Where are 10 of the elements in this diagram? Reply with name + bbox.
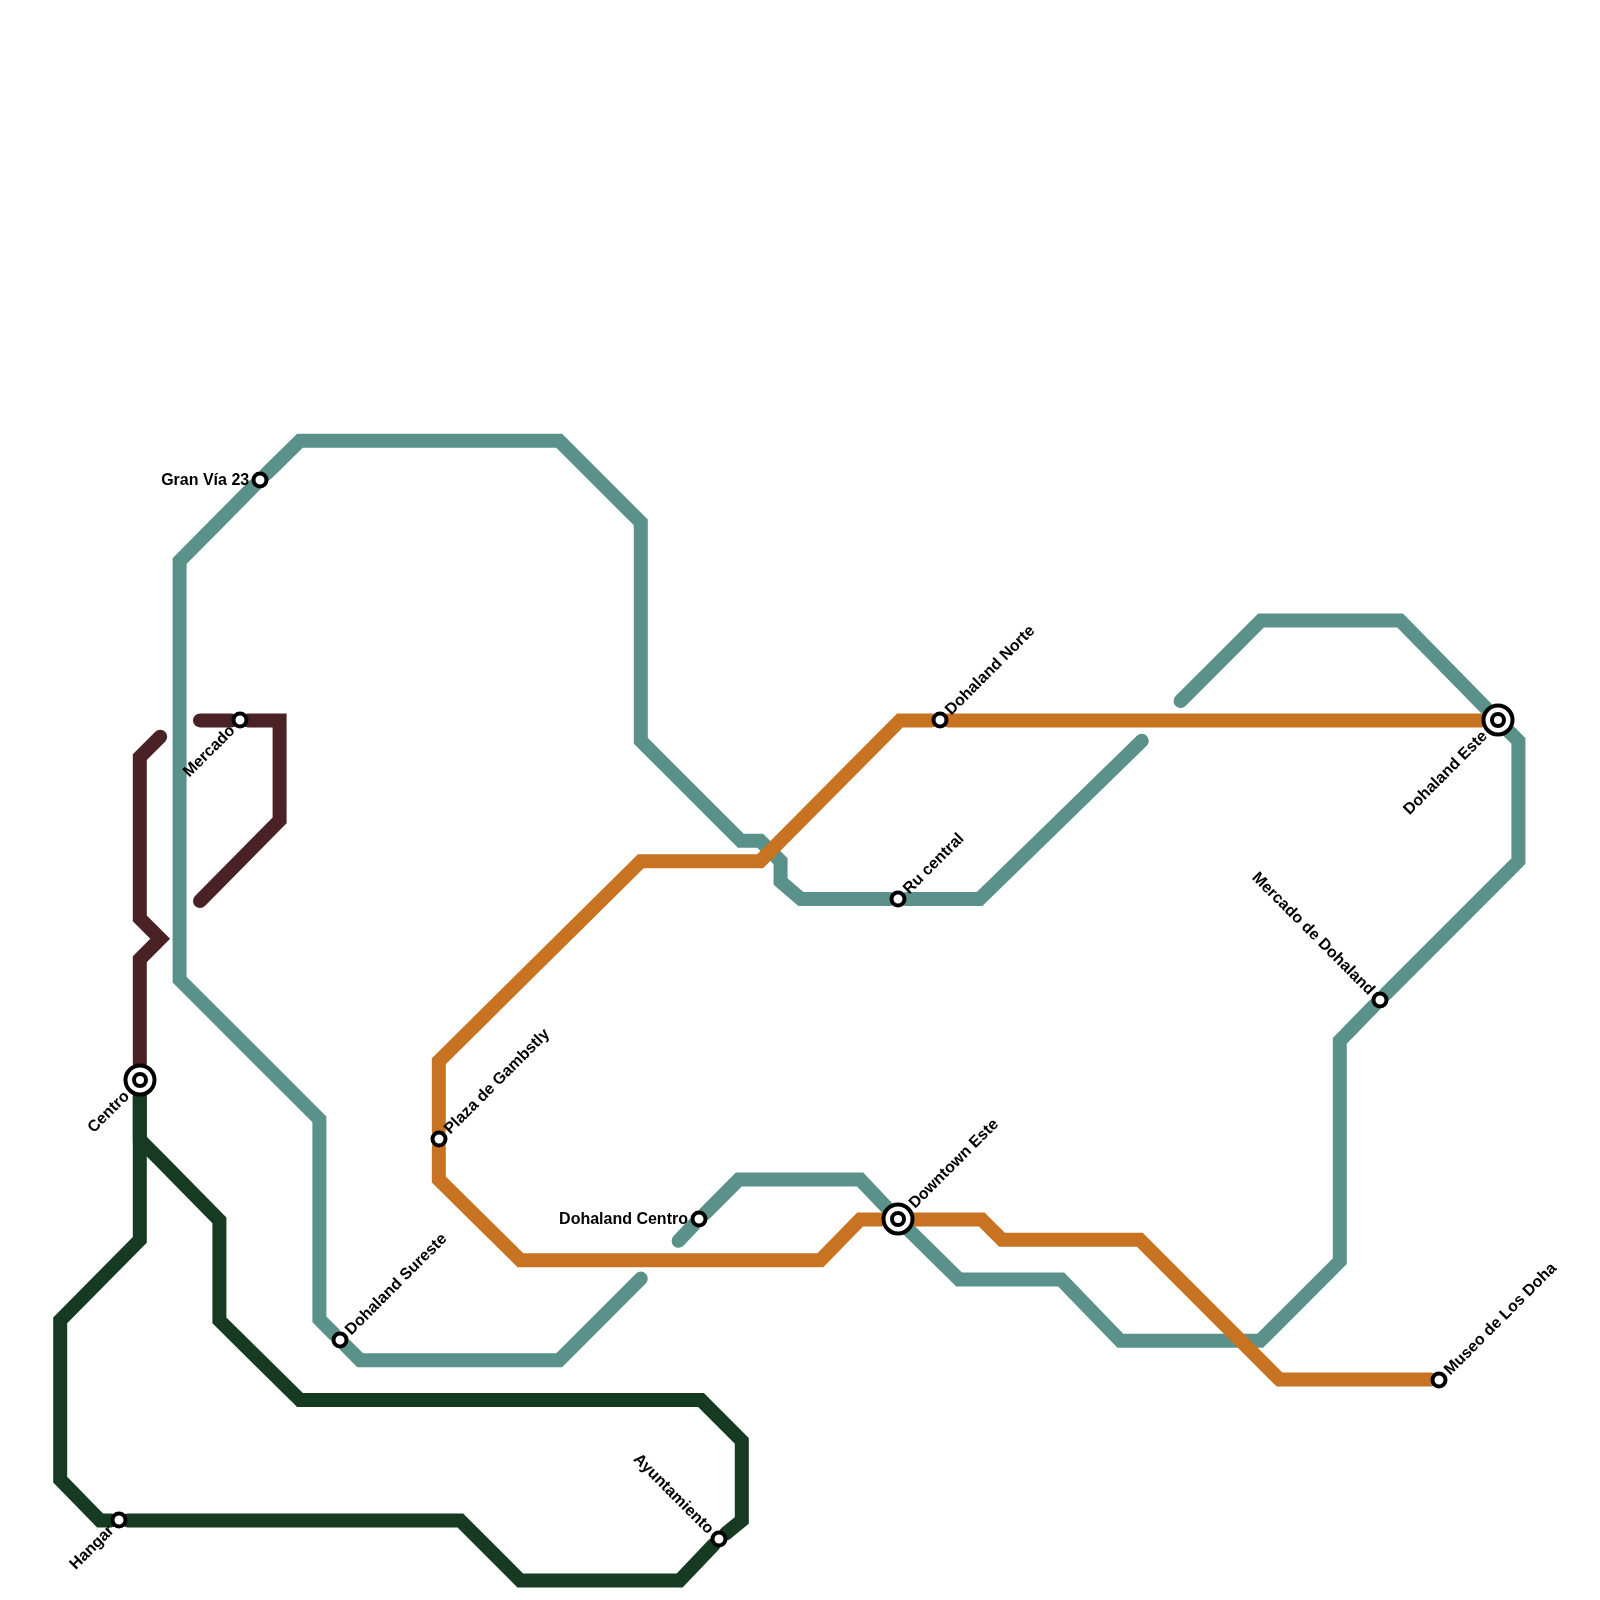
metro-line — [1378, 725, 1526, 1002]
metro-line — [338, 1271, 648, 1368]
metro-line — [172, 478, 341, 1341]
metro-line — [697, 1172, 894, 1221]
station-name: Gran Vía 23 — [161, 470, 250, 489]
metro-line — [193, 713, 287, 908]
metro-line — [902, 998, 1381, 1348]
station-name: Dohaland Centro — [559, 1210, 688, 1229]
metro-line — [671, 1218, 701, 1248]
metro-line — [1173, 613, 1494, 716]
